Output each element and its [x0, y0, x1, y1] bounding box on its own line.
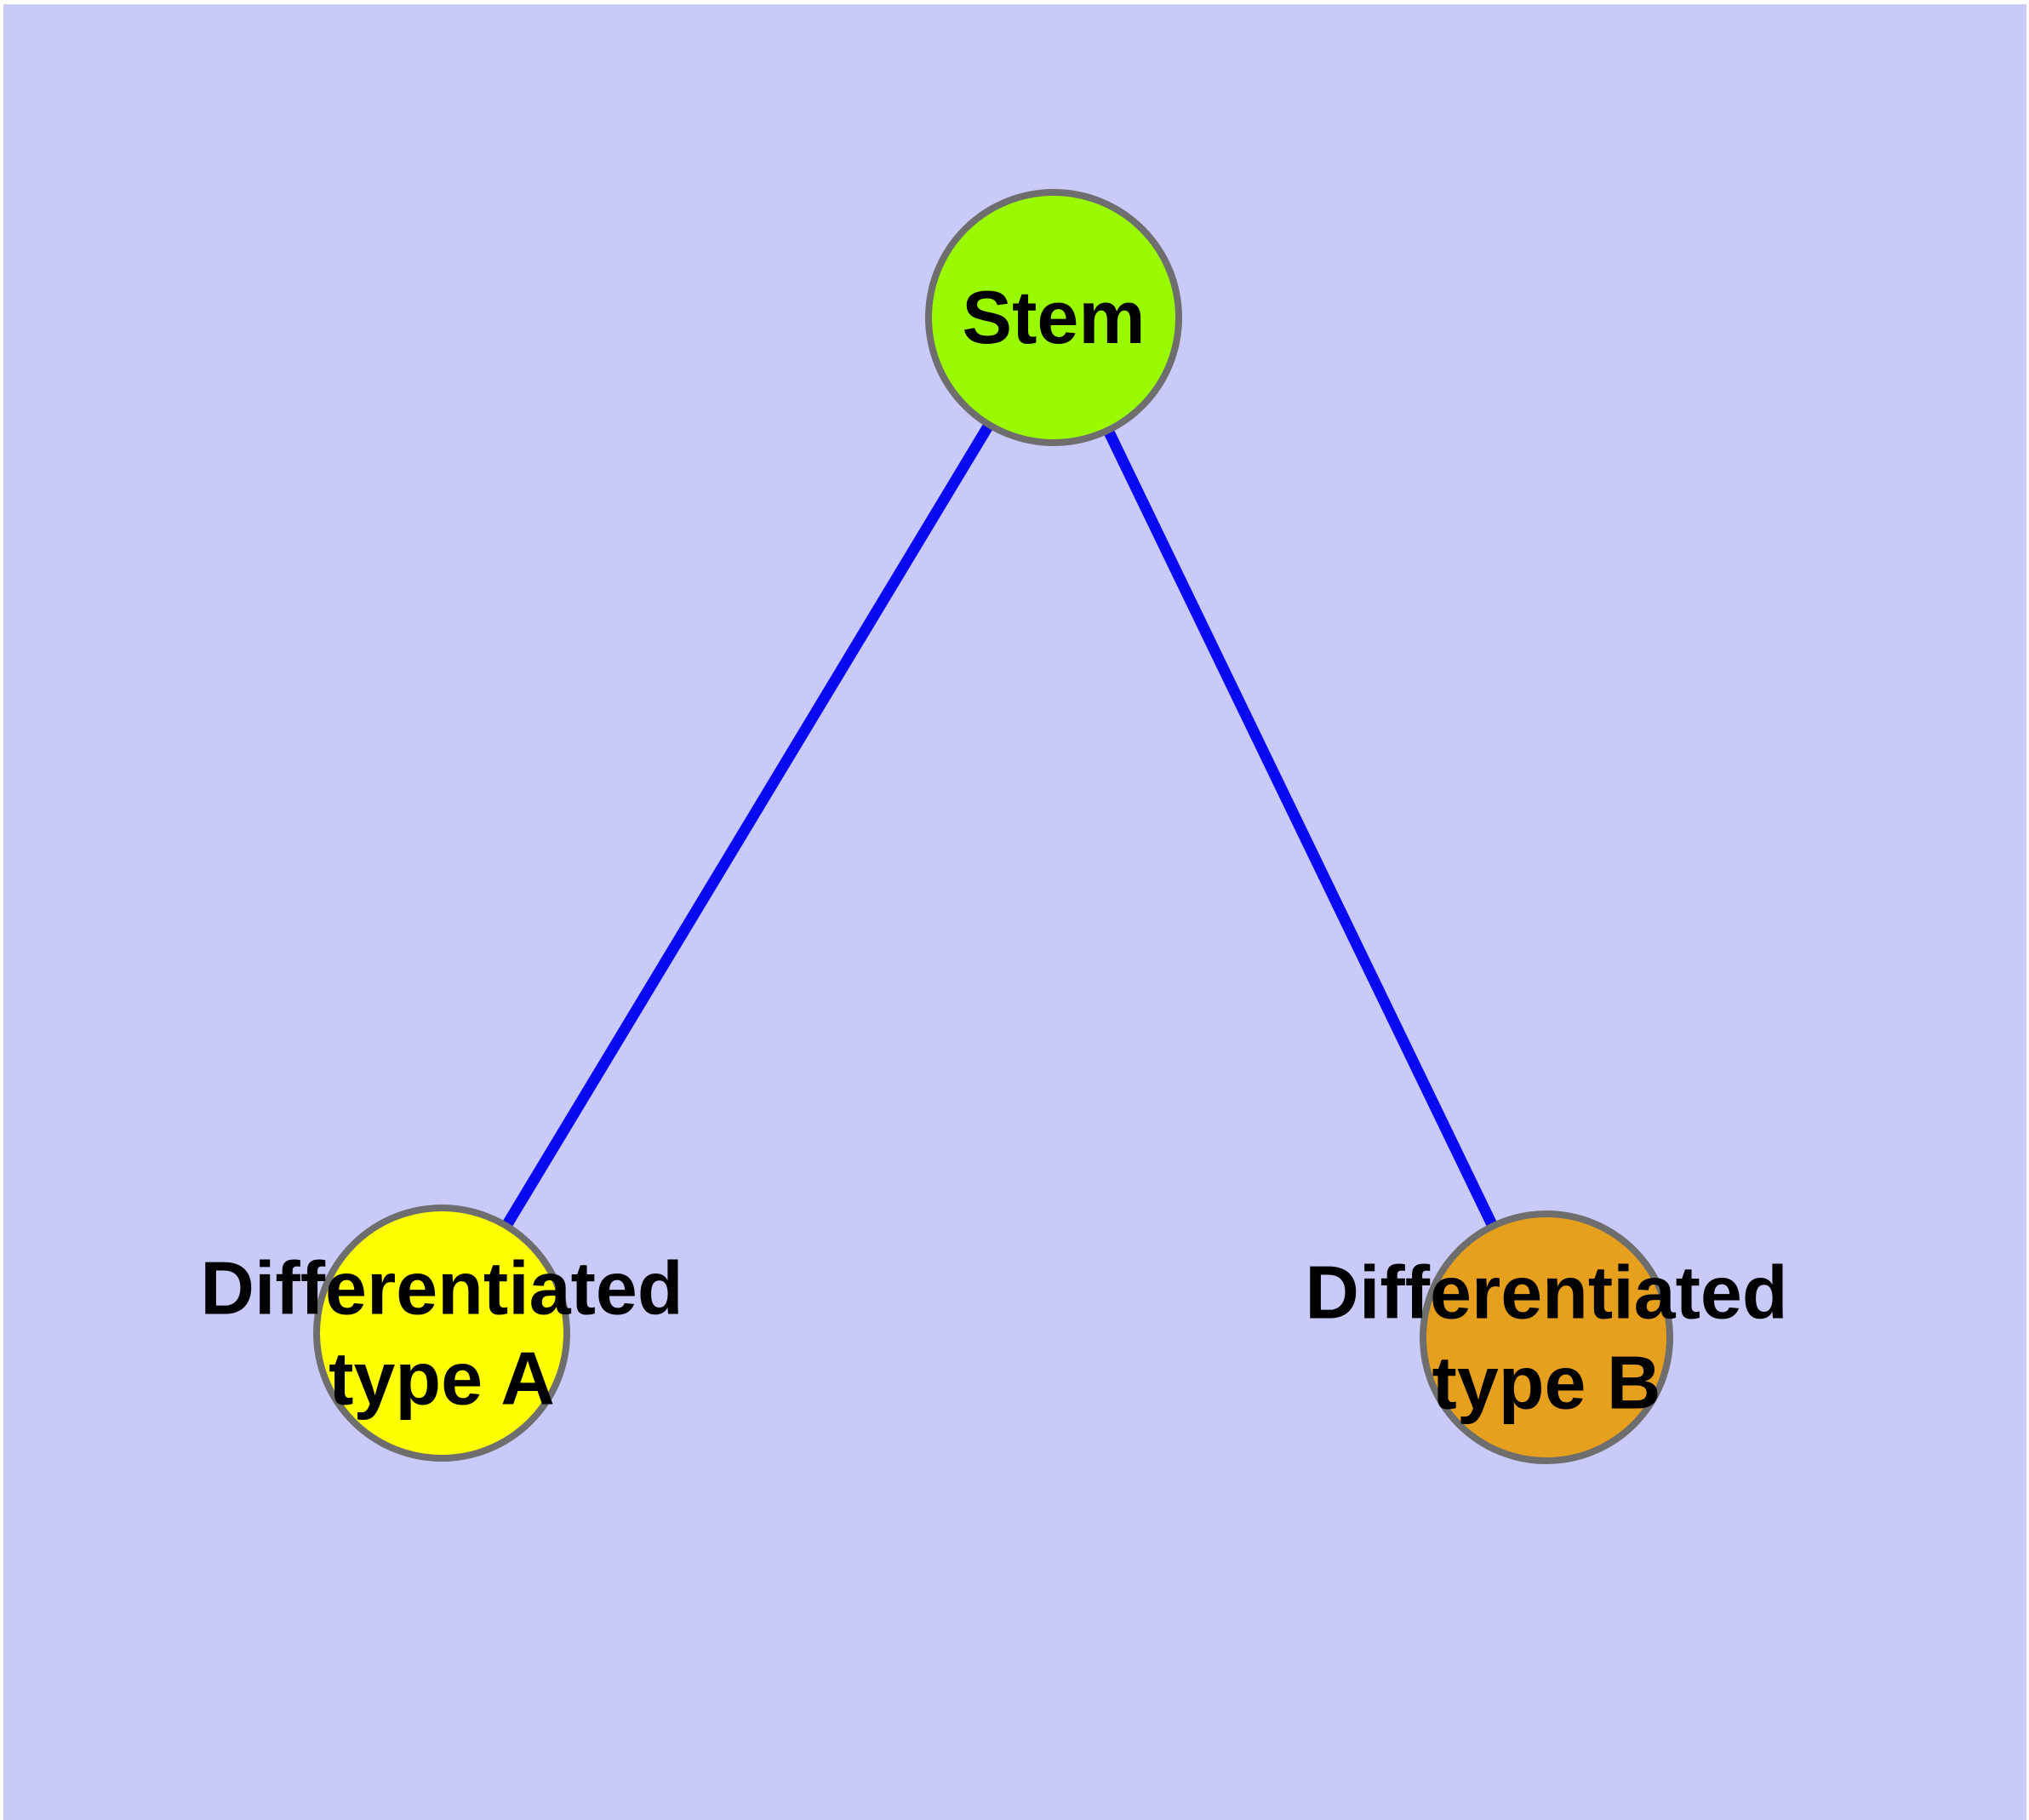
node-type-b-label: Differentiated type B — [1305, 1247, 1787, 1427]
node-type-b-label-line-2: type B — [1432, 1340, 1661, 1424]
node-stem-label-text: Stem — [962, 275, 1146, 360]
node-type-a-circle — [313, 1205, 570, 1462]
node-stem-label: Stem — [962, 272, 1145, 363]
node-type-a-label-line-2: type A — [329, 1336, 555, 1420]
node-type-b-circle — [1420, 1210, 1673, 1464]
node-type-b-label-line-1: Differentiated — [1305, 1250, 1788, 1335]
edge-stem-to-type-a — [437, 314, 1059, 1336]
node-type-a-label-line-1: Differentiated — [200, 1245, 683, 1331]
edge-stem-to-type-b — [1049, 315, 1552, 1340]
node-stem-circle — [925, 189, 1182, 446]
node-type-a-label: Differentiated type A — [200, 1243, 683, 1422]
